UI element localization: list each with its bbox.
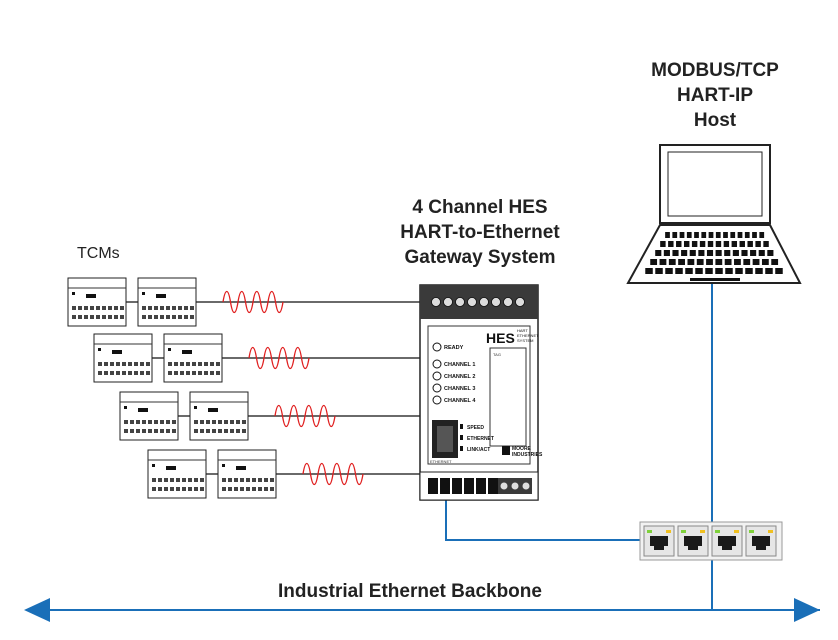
top-terminal-screw	[515, 297, 525, 307]
top-terminal-screw	[455, 297, 465, 307]
led-channel-4	[432, 395, 442, 405]
bottom-terminal	[452, 478, 462, 494]
gateway-logo: HES	[486, 330, 515, 346]
ethernet-port-label: ETHERNET	[430, 459, 452, 464]
top-terminal-screw	[479, 297, 489, 307]
led-ready	[432, 342, 442, 352]
port-led-label-2: ETHERNET	[467, 436, 494, 442]
led-label-1: READY	[444, 345, 464, 351]
gateway-title-line-1: 4 Channel HES	[412, 197, 548, 218]
host-title: MODBUS/TCP HART-IP Host	[620, 58, 810, 133]
svg-text:TAG: TAG	[493, 352, 501, 357]
keyboard	[626, 224, 802, 284]
hart-signal-3	[274, 404, 336, 428]
tcm-unit-1-b	[137, 277, 197, 327]
tcms-label: TCMs	[77, 245, 120, 262]
hes-gateway: HES HART ETHERNET SYSTEM TAG READY CHANNE…	[419, 284, 543, 501]
brand-mark	[502, 446, 510, 455]
led-channel-3	[432, 383, 442, 393]
gateway-logo-sub-3: SYSTEM	[517, 338, 533, 343]
led-label-4: CHANNEL 3	[444, 386, 475, 392]
top-terminal-screw	[467, 297, 477, 307]
led-channel-2	[432, 371, 442, 381]
host-title-line-2: HART-IP	[677, 85, 753, 106]
backbone-label: Industrial Ethernet Backbone	[278, 581, 542, 602]
tcm-unit-3-a	[119, 391, 179, 441]
top-terminal-screw	[491, 297, 501, 307]
gateway-title: 4 Channel HES HART-to-Ethernet Gateway S…	[360, 195, 600, 270]
led-label-5: CHANNEL 4	[444, 398, 476, 404]
host-computer	[626, 144, 802, 284]
monitor-screen	[667, 151, 763, 217]
top-terminal-screw	[431, 297, 441, 307]
tcm-unit-1-a	[67, 277, 127, 327]
led-channel-1	[432, 359, 442, 369]
gateway-title-line-3: Gateway System	[404, 247, 556, 268]
host-title-line-3: Host	[693, 110, 737, 131]
tcm-unit-4-b	[217, 449, 277, 499]
port-led-label-3: LINK/ACT	[467, 447, 490, 453]
hart-signal-1	[222, 290, 284, 314]
bottom-terminal	[476, 478, 486, 494]
gateway-logo-sub-2: ETHERNET	[517, 333, 539, 338]
tcm-unit-3-b	[189, 391, 249, 441]
gateway-title-line-2: HART-to-Ethernet	[400, 222, 560, 243]
top-terminal-screw	[503, 297, 513, 307]
hart-signal-4	[302, 462, 364, 486]
tcm-unit-2-b	[163, 333, 223, 383]
brand-text-2: INDUSTRIES	[512, 452, 543, 458]
led-label-3: CHANNEL 2	[444, 374, 475, 380]
tcm-group	[67, 277, 420, 499]
bottom-terminal	[440, 478, 450, 494]
bottom-terminal	[428, 478, 438, 494]
top-terminal-screw	[443, 297, 453, 307]
bottom-terminal	[464, 478, 474, 494]
label-window	[489, 347, 527, 447]
bottom-terminal	[488, 478, 498, 494]
led-label-2: CHANNEL 1	[444, 362, 475, 368]
port-led-label-1: SPEED	[467, 425, 484, 431]
gateway-logo-sub-1: HART	[517, 328, 528, 333]
host-title-line-1: MODBUS/TCP	[651, 60, 779, 81]
hart-signal-2	[248, 346, 310, 370]
tcm-unit-2-a	[93, 333, 153, 383]
tcm-unit-4-a	[147, 449, 207, 499]
brand-text-1: MOORE	[512, 446, 532, 452]
ethernet-switch	[639, 521, 783, 561]
